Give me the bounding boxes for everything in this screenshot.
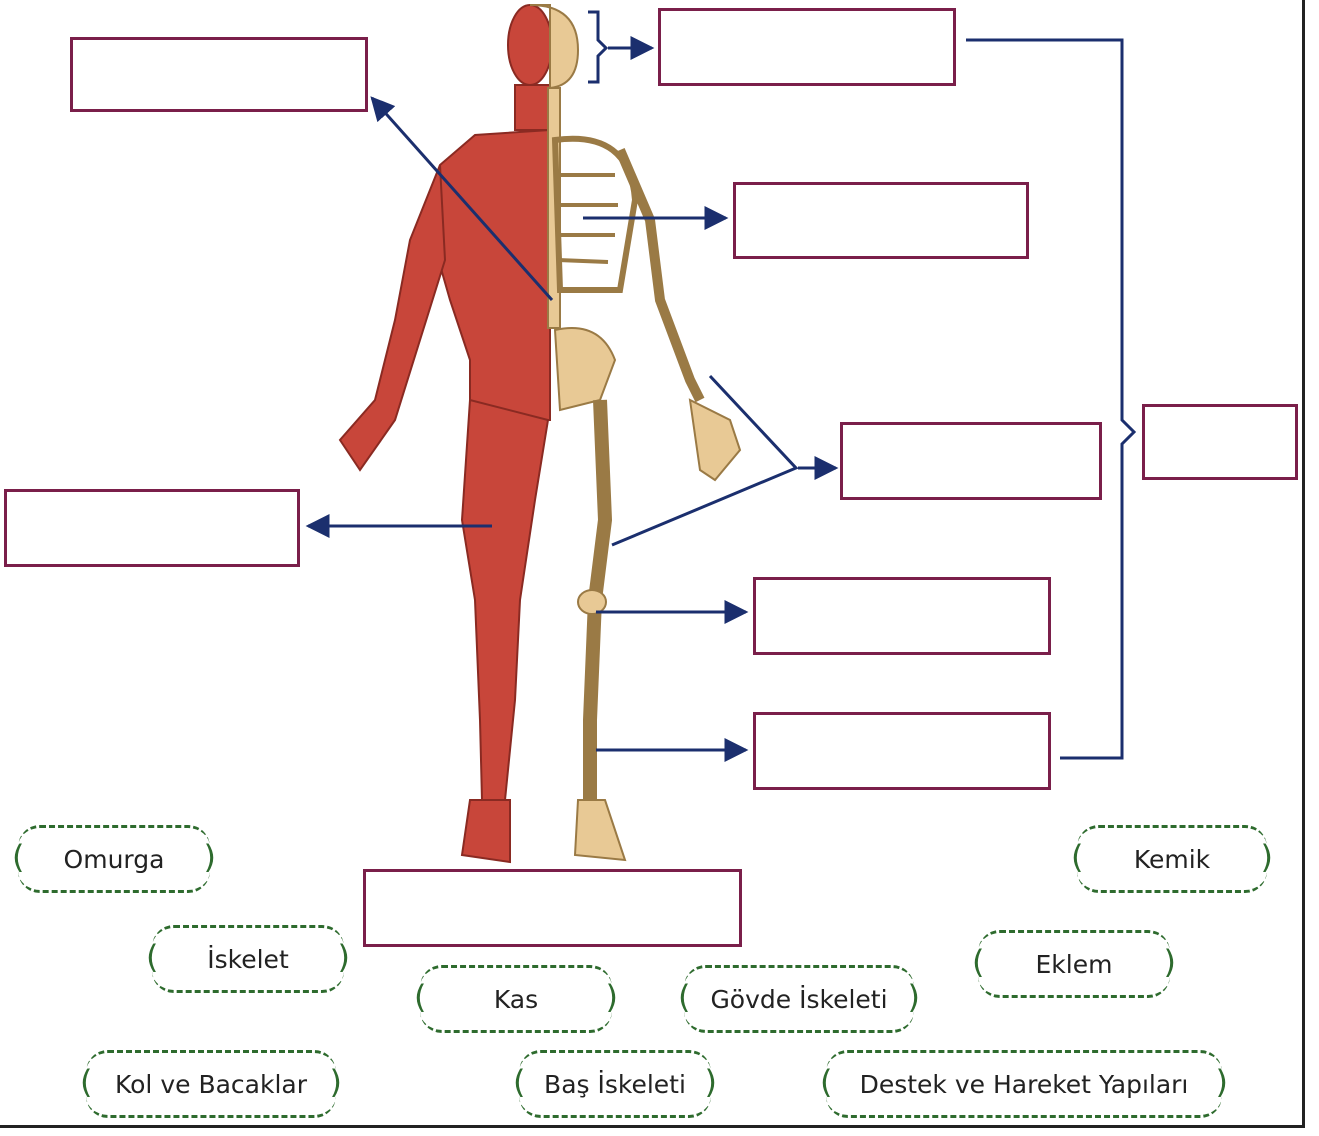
option-bas-iskeleti[interactable]: () Baş İskeleti xyxy=(519,1050,711,1118)
answer-box-knee[interactable] xyxy=(753,577,1051,655)
option-label: Gövde İskeleti xyxy=(710,985,887,1014)
option-label: Kas xyxy=(494,985,538,1014)
option-label: Kemik xyxy=(1134,845,1210,874)
answer-box-left-thigh[interactable] xyxy=(4,489,300,567)
option-iskelet[interactable]: () İskelet xyxy=(152,925,344,993)
option-label: Kol ve Bacaklar xyxy=(115,1070,307,1099)
option-label: Destek ve Hareket Yapıları xyxy=(860,1070,1189,1099)
option-label: Eklem xyxy=(1036,950,1113,979)
answer-box-upper-left[interactable] xyxy=(70,37,368,112)
option-eklem[interactable]: () Eklem xyxy=(978,930,1170,998)
option-label: İskelet xyxy=(207,945,289,974)
option-omurga[interactable]: () Omurga xyxy=(18,825,210,893)
answer-box-limbs[interactable] xyxy=(840,422,1102,500)
option-label: Baş İskeleti xyxy=(544,1070,686,1099)
answer-box-ribcage[interactable] xyxy=(733,182,1029,259)
option-label: Omurga xyxy=(64,845,165,874)
option-kemik[interactable]: () Kemik xyxy=(1077,825,1267,893)
skeleton-half xyxy=(530,5,740,860)
answer-box-shin[interactable] xyxy=(753,712,1051,790)
skull-bracket xyxy=(588,12,606,82)
answer-box-skull[interactable] xyxy=(658,8,956,86)
answer-box-right-bracket[interactable] xyxy=(1142,404,1298,480)
option-govde-iskeleti[interactable]: () Gövde İskeleti xyxy=(684,965,914,1033)
option-kol-ve-bacaklar[interactable]: () Kol ve Bacaklar xyxy=(86,1050,336,1118)
answer-box-bottom-title[interactable] xyxy=(363,869,742,947)
muscle-half xyxy=(340,5,552,862)
option-destek-ve-hareket[interactable]: () Destek ve Hareket Yapıları xyxy=(826,1050,1222,1118)
option-kas[interactable]: () Kas xyxy=(420,965,612,1033)
